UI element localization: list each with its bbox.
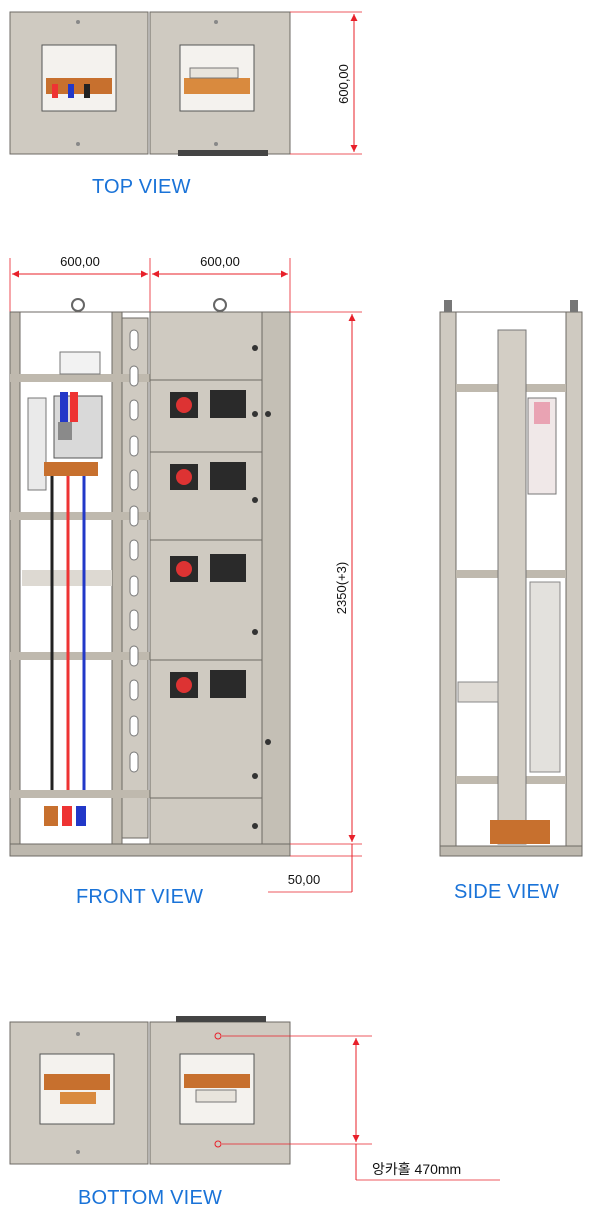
top-depth-dimension: 600,00 <box>290 11 362 155</box>
front-view <box>9 298 291 857</box>
anchor-hole-label: 앙카홀 470mm <box>372 1161 461 1177</box>
top-depth-label: 600,00 <box>336 64 351 104</box>
front-view-caption: FRONT VIEW <box>76 886 204 908</box>
base-height-label: 50,00 <box>288 872 321 887</box>
front-height-dimension: 2350(+3) 50,00 <box>268 311 362 893</box>
front-width-dimensions: 600,00 600,00 <box>9 254 291 312</box>
front-height-label: 2350(+3) <box>334 562 349 614</box>
front-width-right-label: 600,00 <box>200 254 240 269</box>
side-view-caption: SIDE VIEW <box>454 881 560 903</box>
bottom-view <box>9 1016 291 1165</box>
top-view-caption: TOP VIEW <box>92 176 191 198</box>
top-view <box>9 11 291 156</box>
side-view <box>439 300 583 857</box>
anchor-hole-dimension: 앙카홀 470mm <box>222 1035 500 1181</box>
front-width-left-label: 600,00 <box>60 254 100 269</box>
bottom-view-caption: BOTTOM VIEW <box>78 1187 223 1209</box>
